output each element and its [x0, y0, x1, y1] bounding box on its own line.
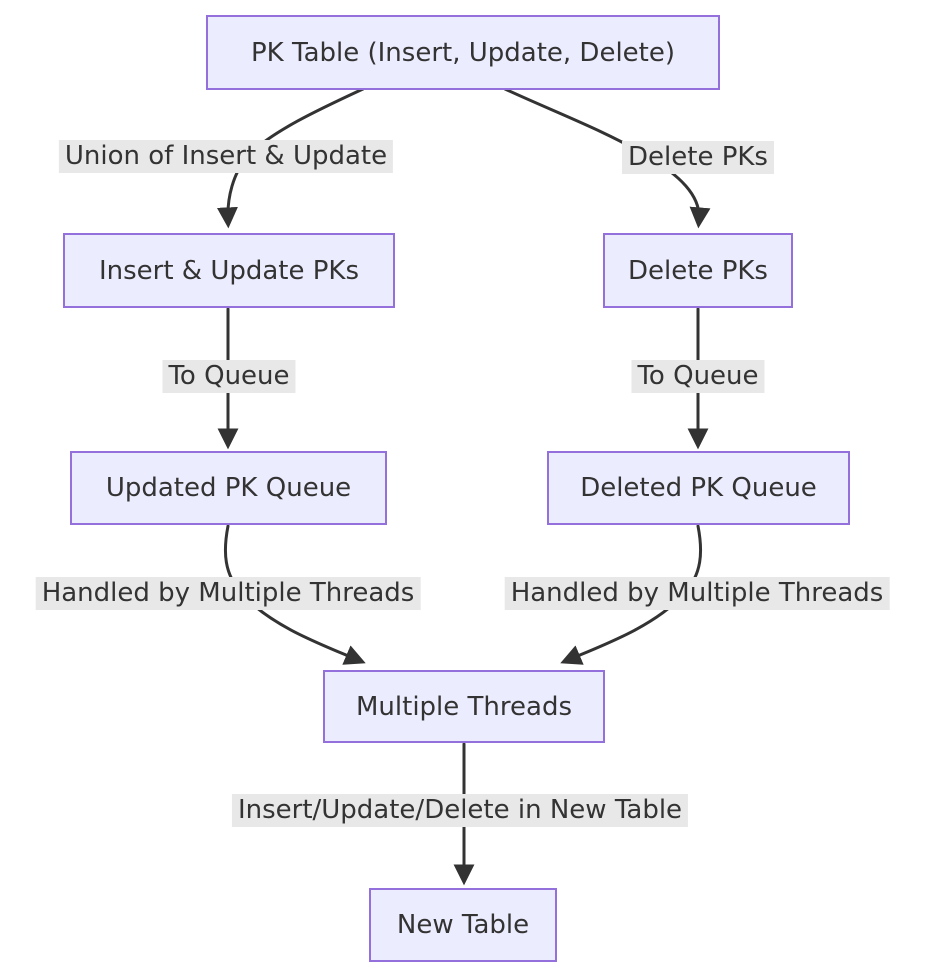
node-pk-table: PK Table (Insert, Update, Delete): [206, 15, 720, 90]
node-insert-update-pks: Insert & Update PKs: [63, 233, 395, 308]
edge-label-delete-pks: Delete PKs: [622, 141, 774, 174]
node-deleted-pk-queue: Deleted PK Queue: [547, 451, 850, 525]
edge-label-to-queue-left: To Queue: [162, 360, 296, 393]
edge-label-to-queue-right: To Queue: [631, 360, 765, 393]
edge-label-union-of-insert-and-update: Union of Insert & Update: [58, 140, 394, 173]
node-new-table: New Table: [369, 888, 557, 962]
edge-label-insert-update-delete-in-new-table: Insert/Update/Delete in New Table: [231, 794, 689, 827]
node-updated-pk-queue: Updated PK Queue: [70, 451, 387, 525]
edge-label-handled-by-multiple-threads-right: Handled by Multiple Threads: [504, 577, 890, 610]
node-delete-pks: Delete PKs: [603, 233, 793, 308]
node-multiple-threads: Multiple Threads: [323, 670, 605, 743]
edge-label-handled-by-multiple-threads-left: Handled by Multiple Threads: [35, 577, 421, 610]
